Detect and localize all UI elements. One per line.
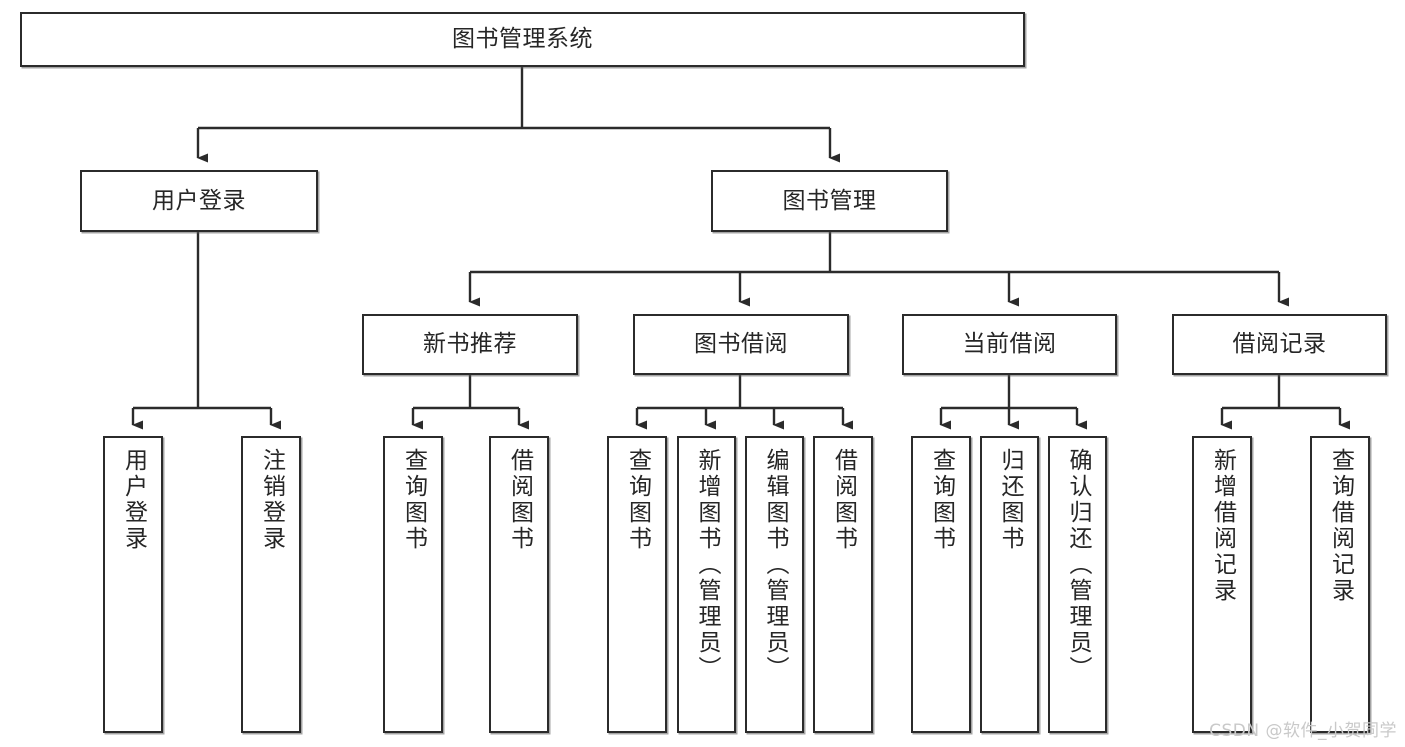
leaf-user-login-logout[interactable]: 注销登录 <box>241 436 301 733</box>
node-label: 用户登录 <box>152 187 246 214</box>
leaf-current-borrow-confirm-return[interactable]: 确认归还（管理员） <box>1048 436 1107 733</box>
leaf-current-borrow-query[interactable]: 查询图书 <box>911 436 971 733</box>
node-book-management[interactable]: 图书管理 <box>711 170 948 232</box>
leaf-book-borrow-edit[interactable]: 编辑图书（管理员） <box>745 436 804 733</box>
node-label: 归还图书 <box>997 448 1023 552</box>
node-label: 新增借阅记录 <box>1209 448 1236 604</box>
node-label: 新书推荐 <box>423 331 517 358</box>
node-label: 确认归还（管理员） <box>1065 448 1091 682</box>
node-label: 借阅图书 <box>506 448 533 552</box>
node-root-system[interactable]: 图书管理系统 <box>20 12 1025 67</box>
node-label: 图书管理 <box>782 187 877 214</box>
node-label: 图书借阅 <box>694 331 788 358</box>
leaf-borrow-record-query[interactable]: 查询借阅记录 <box>1310 436 1370 733</box>
leaf-user-login-login[interactable]: 用户登录 <box>103 436 163 733</box>
node-label: 图书管理系统 <box>452 26 593 53</box>
node-label: 借阅图书 <box>830 448 857 552</box>
node-label: 查询图书 <box>624 448 651 552</box>
watermark: CSDN @软件_小贺同学 <box>1209 721 1397 741</box>
node-label: 编辑图书（管理员） <box>762 448 788 682</box>
node-current-borrow[interactable]: 当前借阅 <box>902 314 1117 375</box>
node-label: 查询图书 <box>400 448 427 552</box>
node-label: 用户登录 <box>120 448 147 552</box>
node-label: 借阅记录 <box>1232 331 1327 358</box>
node-label: 查询借阅记录 <box>1327 448 1354 604</box>
node-label: 注销登录 <box>258 448 285 552</box>
node-book-borrow[interactable]: 图书借阅 <box>633 314 849 375</box>
node-new-book-recommend[interactable]: 新书推荐 <box>362 314 578 375</box>
node-borrow-record[interactable]: 借阅记录 <box>1172 314 1387 375</box>
leaf-current-borrow-return[interactable]: 归还图书 <box>980 436 1039 733</box>
node-label: 当前借阅 <box>962 331 1057 358</box>
leaf-book-borrow-query[interactable]: 查询图书 <box>607 436 667 733</box>
node-label: 查询图书 <box>928 448 955 552</box>
leaf-borrow-record-add[interactable]: 新增借阅记录 <box>1192 436 1252 733</box>
leaf-book-borrow-add[interactable]: 新增图书（管理员） <box>677 436 736 733</box>
node-user-login[interactable]: 用户登录 <box>80 170 318 232</box>
leaf-new-book-query[interactable]: 查询图书 <box>383 436 443 733</box>
leaf-book-borrow-borrow[interactable]: 借阅图书 <box>813 436 873 733</box>
leaf-new-book-borrow[interactable]: 借阅图书 <box>489 436 549 733</box>
node-label: 新增图书（管理员） <box>694 448 720 682</box>
